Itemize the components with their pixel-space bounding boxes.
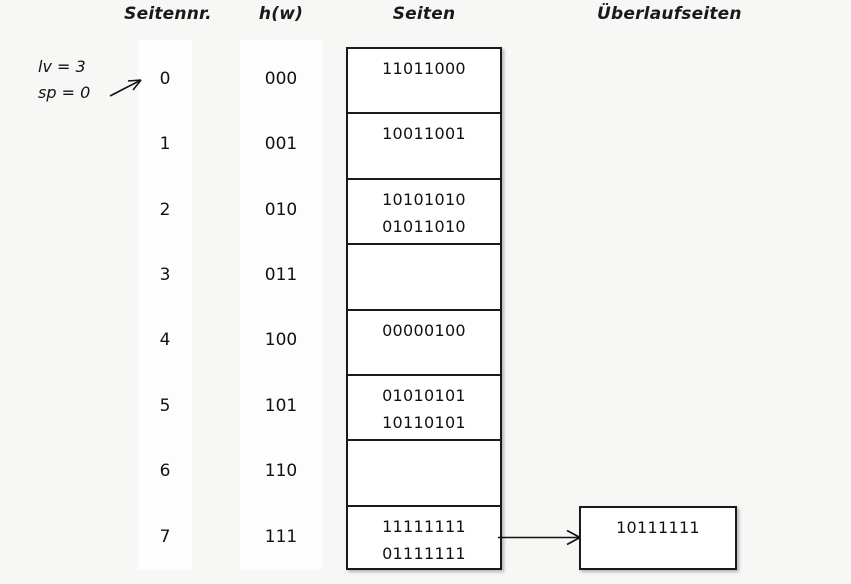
- seitennr-cell: 0: [159, 69, 171, 89]
- page-row: 01010101 10110101: [348, 376, 500, 442]
- page-row: [348, 441, 500, 507]
- hw-cell: 011: [264, 265, 298, 285]
- page-entry: 10101010: [382, 189, 466, 209]
- hw-cell: 110: [264, 461, 298, 481]
- page-row: [348, 245, 500, 311]
- hash-parameters: lv = 3 sp = 0: [38, 54, 90, 106]
- hw-cell: 001: [264, 134, 298, 154]
- page-entry: 10011001: [382, 124, 466, 144]
- seitennr-cell: 2: [159, 200, 171, 220]
- page-entry: 11111111: [382, 516, 466, 536]
- page-row: 10011001: [348, 114, 500, 180]
- page-entry: 01011010: [382, 216, 466, 236]
- seitennr-column-strip: [138, 40, 192, 570]
- pages-table: 11011000 10011001 10101010 01011010 0000…: [346, 47, 502, 570]
- page-entry: 11011000: [382, 59, 466, 78]
- page-row: 11111111 01111111: [348, 507, 500, 572]
- hw-cell: 100: [264, 330, 298, 350]
- overflow-page-entry: 10111111: [616, 518, 700, 537]
- page-entry: 01111111: [382, 543, 466, 563]
- page-row: 00000100: [348, 311, 500, 376]
- hw-cell: 000: [264, 69, 298, 89]
- column-header-ueberlaufseiten: Überlaufseiten: [597, 4, 742, 24]
- seitennr-cell: 7: [159, 527, 171, 547]
- page-row: 11011000: [348, 49, 500, 115]
- param-lv: lv = 3: [38, 57, 86, 76]
- column-header-seitennr: Seitennr.: [124, 4, 212, 24]
- hw-cell: 101: [264, 396, 298, 416]
- overflow-connector-arrow-icon: [498, 529, 581, 546]
- page-entry: 01010101: [382, 385, 466, 405]
- page-row: 10101010 01011010: [348, 180, 500, 246]
- split-pointer-arrow-icon: [109, 79, 142, 97]
- seitennr-cell: 5: [159, 396, 171, 416]
- seitennr-cell: 4: [159, 330, 171, 350]
- page-entry: 10110101: [382, 412, 466, 432]
- hw-column-strip: [240, 40, 322, 570]
- page-entry: 00000100: [382, 320, 466, 340]
- column-header-hw: h(w): [258, 4, 304, 24]
- hw-cell: 111: [264, 527, 298, 547]
- hw-cell: 010: [264, 200, 298, 220]
- seitennr-cell: 1: [159, 134, 171, 154]
- param-sp: sp = 0: [38, 83, 91, 102]
- column-header-seiten: Seiten: [392, 4, 456, 24]
- seitennr-cell: 3: [159, 265, 171, 285]
- seitennr-cell: 6: [159, 461, 171, 481]
- overflow-page-box: 10111111: [579, 506, 737, 570]
